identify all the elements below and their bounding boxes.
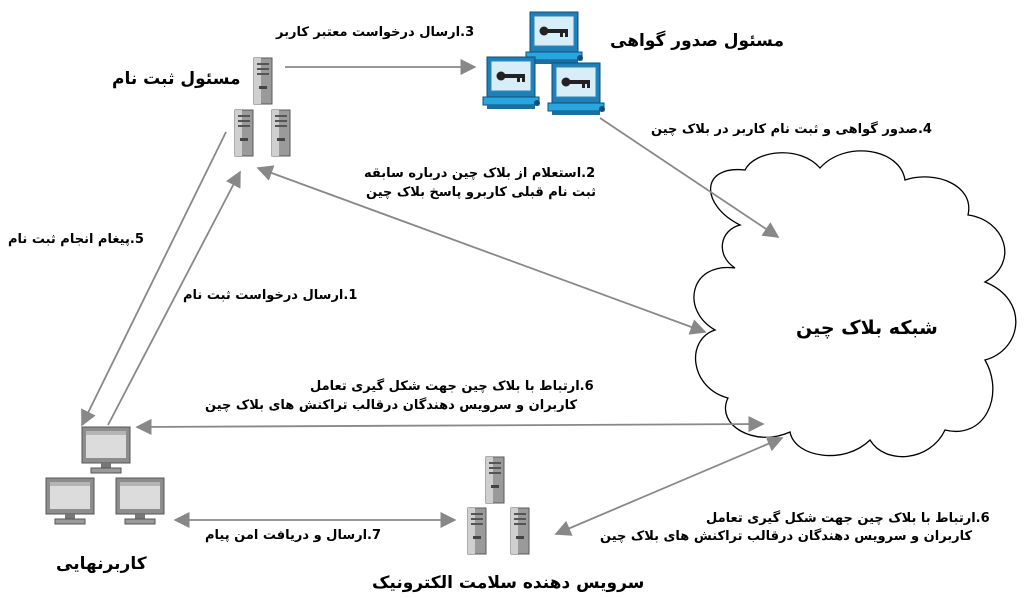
arrow-service-blockchain-interaction [554,436,784,536]
blockchain-network-label: شبکه بلاک چین [796,317,938,339]
ca-key-computer-icon [482,11,606,116]
ca-node-label: مسئول صدور گواهی [610,31,784,51]
arrow-send-registration-request [107,170,241,426]
step-6-user-label-line2: کاربران و سرویس دهندگان درقالب تراکنش ها… [205,398,578,413]
step-6-service-label-line1: 6.ارتباط با بلاک چین جهت شکل گیری تعامل [706,511,990,526]
health-service-label: سرویس دهنده سلامت الکترونیک [372,573,645,593]
step-7-label: 7.ارسال و دریافت امن پیام [205,528,382,543]
step-6-service-label-line2: کاربران و سرویس دهندگان درقالب تراکنش ها… [600,529,973,544]
step-4-label: 4.صدور گواهی و ثبت نام کاربر در بلاک چین [651,122,932,137]
step-5-label: 5.پیغام انجام ثبت نام [8,232,144,247]
arrow-user-blockchain-interaction [135,415,765,436]
end-users-label: کاربرنهایی [56,554,147,574]
step-3-label: 3.ارسال درخواست معتبر کاربر [276,25,475,40]
arrow-registration-query [256,165,707,335]
step-1-label: 1.ارسال درخواست ثبت نام [183,288,358,303]
health-service-server-icon [467,456,530,555]
end-user-computer-icon [45,426,165,525]
step-2-label-line1: 2.استعلام از بلاک چین درباره سابقه [364,166,596,181]
registration-node-label: مسئول ثبت نام [112,69,241,89]
arrow-registration-done-message [81,131,227,427]
step-6-user-label-line1: 6.ارتباط با بلاک چین جهت شکل گیری تعامل [310,379,594,394]
step-2-label-line2: ثبت نام قبلی کاربرو پاسخ بلاک چین [366,185,597,200]
registration-server-icon [234,57,291,157]
blockchain-cloud-shape [693,150,1017,458]
